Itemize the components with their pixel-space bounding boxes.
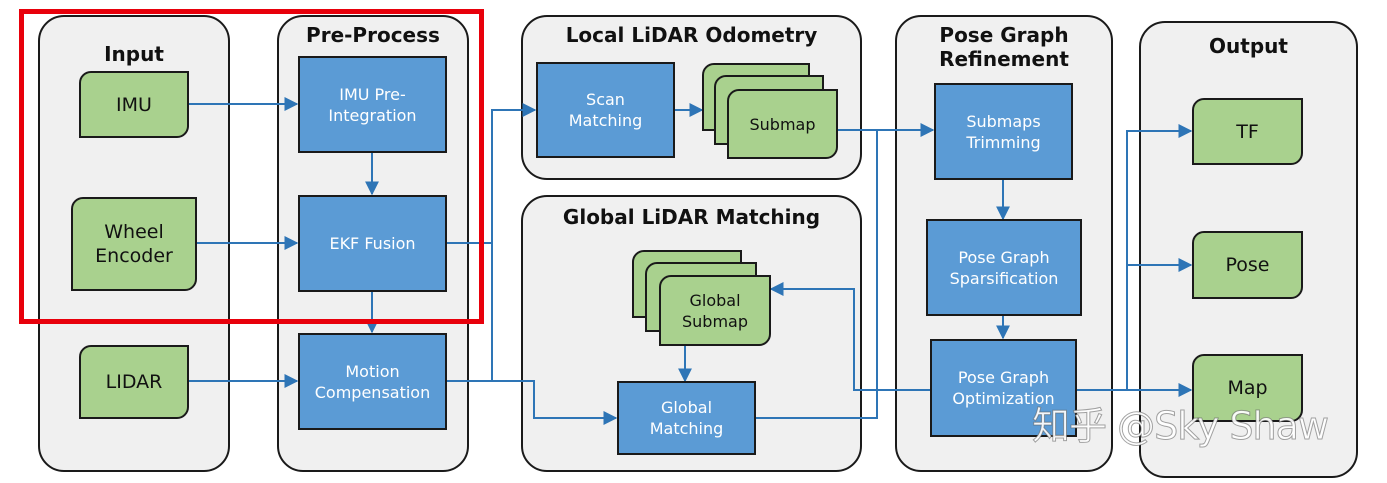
arrow-motion-to-global — [492, 380, 618, 425]
pose-graph-optimization-box: Pose Graph Optimization — [930, 339, 1077, 437]
tf-output: TF — [1192, 98, 1303, 165]
scan-matching-box: Scan Matching — [536, 62, 675, 158]
pose-graph-sparsification-box: Pose Graph Sparsification — [926, 219, 1082, 316]
wheel-encoder-input: Wheel Encoder — [71, 197, 197, 291]
ekf-fusion-box: EKF Fusion — [298, 195, 447, 292]
global-matching-box: Global Matching — [617, 381, 756, 455]
lidar-input: LIDAR — [79, 345, 189, 419]
imu-preintegration-box: IMU Pre-Integration — [298, 56, 447, 153]
imu-input: IMU — [79, 71, 189, 138]
pose-output: Pose — [1192, 231, 1303, 299]
preprocess-panel-title: Pre-Process — [306, 23, 440, 47]
arrow-bus-to-tf — [1126, 124, 1193, 390]
submaps-trimming-box: Submaps Trimming — [934, 83, 1073, 180]
highlight-rectangle — [19, 9, 484, 324]
global-matching-panel-title: Global LiDAR Matching — [562, 205, 821, 229]
submap-box: Submap — [727, 89, 838, 159]
arrow-globalmatch-to-trimming — [756, 130, 878, 419]
motion-compensation-box: Motion Compensation — [298, 333, 447, 430]
odometry-panel-title: Local LiDAR Odometry — [565, 23, 818, 47]
map-output: Map — [1192, 354, 1303, 422]
global-submap-box: Global Submap — [659, 275, 771, 346]
arrow-ekf-to-scan — [447, 103, 537, 244]
output-panel-title: Output — [1209, 34, 1288, 58]
refinement-panel-title: Pose Graph Refinement — [939, 23, 1069, 71]
arrow-optimize-to-globalsubmap — [769, 282, 930, 391]
input-panel-title: Input — [104, 42, 164, 66]
watermark: 知乎 @Sky Shaw — [1032, 404, 1330, 449]
